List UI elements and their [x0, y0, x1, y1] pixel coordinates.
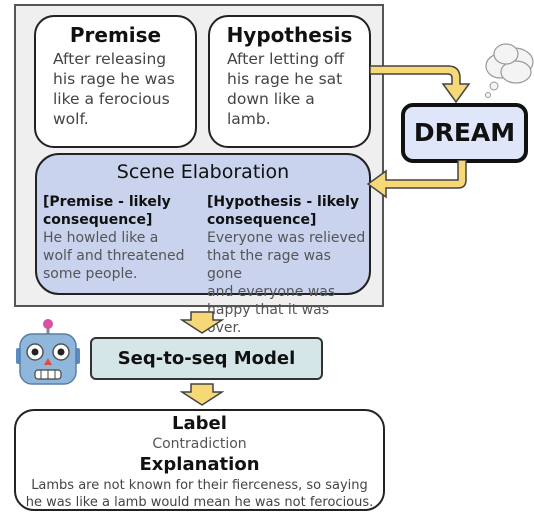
output-card: Label Contradiction Explanation Lambs ar…: [14, 409, 385, 511]
text-line: wolf and threatened: [43, 248, 185, 264]
premise-card: Premise After releasing his rage he was …: [34, 15, 197, 148]
arrow-to-scene: [366, 160, 467, 199]
explanation-title: Explanation: [139, 454, 260, 475]
hypothesis-card: Hypothesis After letting off his rage he…: [208, 15, 371, 148]
text-line: happy that it was over.: [207, 302, 329, 336]
dream-box: DREAM: [401, 103, 528, 163]
heading-line: consequence]: [207, 212, 317, 228]
premise-title: Premise: [69, 23, 162, 47]
seq-to-seq-model-box: Seq-to-seq Model: [90, 337, 323, 380]
scene-premise-column: [Premise - likely consequence] He howled…: [43, 193, 203, 283]
hypothesis-text: After letting off his rage he sat down l…: [227, 49, 369, 129]
heading-line: [Premise - likely: [43, 194, 171, 210]
heading-line: [Hypothesis - likely: [207, 194, 360, 210]
explanation-line: Lambs are not known for their fierceness…: [31, 478, 368, 493]
hypothesis-line: After letting off: [227, 50, 345, 68]
hypothesis-line: down like a: [227, 90, 315, 108]
premise-line: his rage he was: [53, 70, 175, 88]
scene-premise-text: He howled like a wolf and threatened som…: [43, 229, 203, 283]
label-title: Label: [172, 413, 227, 434]
scene-premise-heading: [Premise - likely consequence]: [43, 193, 203, 229]
scene-hypothesis-heading: [Hypothesis - likely consequence]: [207, 193, 367, 229]
scene-hypothesis-column: [Hypothesis - likely consequence] Everyo…: [207, 193, 367, 337]
label-value: Contradiction: [152, 436, 247, 452]
hypothesis-line: his rage he sat: [227, 70, 343, 88]
text-line: that the rage was gone: [207, 248, 331, 282]
arrow-to-model: [180, 311, 224, 334]
text-line: some people.: [43, 266, 138, 282]
premise-line: wolf.: [53, 110, 89, 128]
robot-icon: [16, 319, 80, 385]
hypothesis-title: Hypothesis: [226, 23, 353, 47]
scene-title: Scene Elaboration: [116, 161, 290, 183]
scene-elaboration-card: Scene Elaboration [Premise - likely cons…: [35, 153, 371, 336]
arrow-to-dream: [370, 65, 471, 104]
explanation-text: Lambs are not known for their fierceness…: [16, 477, 383, 511]
premise-line: like a ferocious: [53, 90, 170, 108]
hypothesis-line: lamb.: [227, 110, 271, 128]
premise-text: After releasing his rage he was like a f…: [53, 49, 195, 129]
thought-cloud-icon: [485, 43, 534, 98]
heading-line: consequence]: [43, 212, 153, 228]
text-line: and everyone was: [207, 284, 336, 300]
premise-line: After releasing: [53, 50, 167, 68]
text-line: Everyone was relieved: [207, 230, 366, 246]
explanation-line: he was like a lamb would mean he was not…: [25, 495, 374, 510]
text-line: He howled like a: [43, 230, 159, 246]
arrow-to-output: [180, 383, 224, 406]
scene-hypothesis-text: Everyone was relieved that the rage was …: [207, 229, 367, 337]
